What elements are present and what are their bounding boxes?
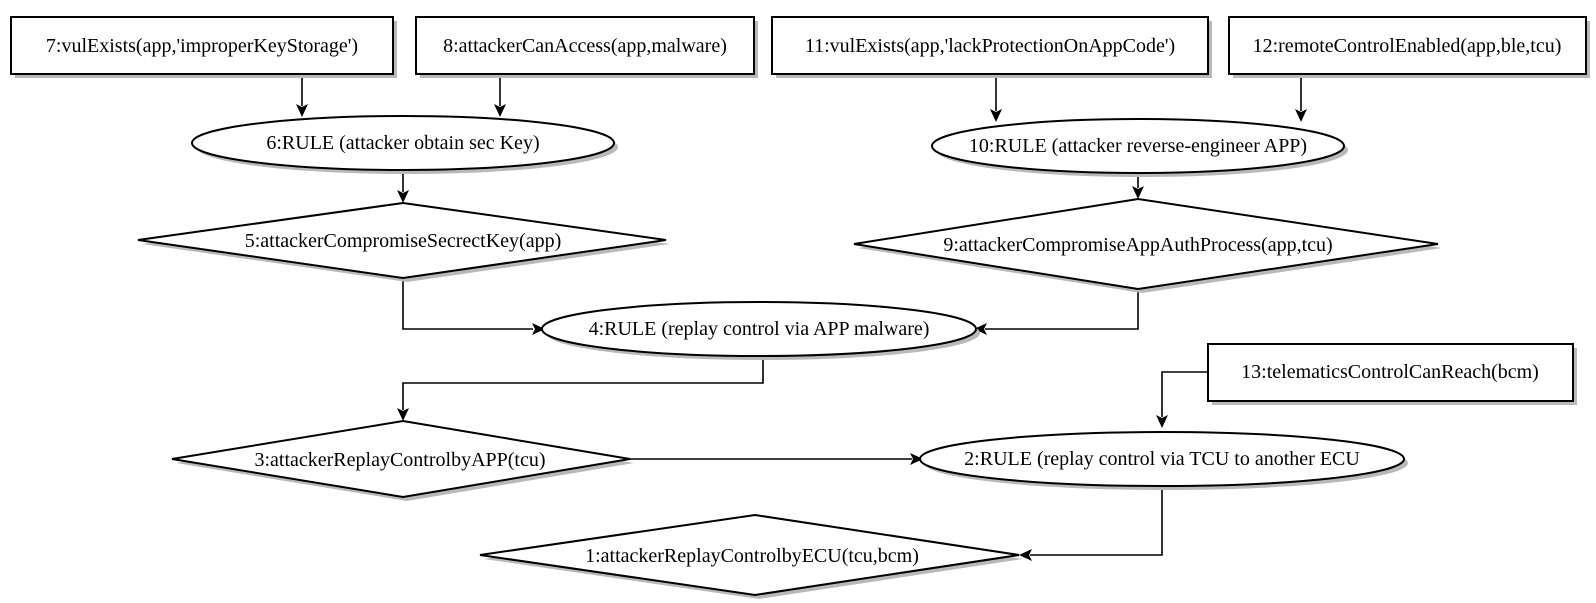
edge-4-to-3: [397, 355, 764, 421]
node-11: 11:vulExists(app,'lackProtectionOnAppCod…: [771, 16, 1212, 78]
edge-5-to-4: [402, 278, 545, 335]
node-6-label: 6:RULE (attacker obtain sec Key): [266, 132, 539, 154]
edge-9-to-4: [974, 289, 1139, 335]
node-3: 3:attackerReplayControlbyAPP(tcu): [171, 419, 634, 501]
edge-3-to-2: [630, 453, 923, 465]
node-8-label: 8:attackerCanAccess(app,malware): [443, 35, 727, 57]
edge-2-to-1: [1019, 486, 1163, 561]
node-2-label: 2:RULE (replay control via TCU to anothe…: [964, 448, 1360, 470]
node-7: 7:vulExists(app,'improperKeyStorage'): [10, 16, 397, 78]
node-2: 2:RULE (replay control via TCU to anothe…: [919, 431, 1408, 490]
node-8: 8:attackerCanAccess(app,malware): [415, 16, 758, 78]
edge-11-to-10: [990, 74, 1002, 122]
node-10-label: 10:RULE (attacker reverse-engineer APP): [969, 135, 1307, 157]
node-11-label: 11:vulExists(app,'lackProtectionOnAppCod…: [805, 35, 1175, 57]
node-5: 5:attackerCompromiseSecrectKey(app): [137, 201, 670, 282]
node-4: 4:RULE (replay control via APP malware): [541, 301, 980, 360]
node-5-label: 5:attackerCompromiseSecrectKey(app): [245, 230, 562, 252]
node-1-label: 1:attackerReplayControlbyECU(tcu,bcm): [585, 545, 919, 567]
edge-7-to-6: [296, 74, 308, 117]
node-12: 12:remoteControlEnabled(app,ble,tcu): [1228, 16, 1590, 78]
node-10: 10:RULE (attacker reverse-engineer APP): [931, 118, 1348, 177]
edge-13-to-2: [1156, 371, 1208, 428]
node-4-label: 4:RULE (replay control via APP malware): [589, 318, 930, 340]
node-7-label: 7:vulExists(app,'improperKeyStorage'): [46, 35, 358, 57]
node-13-label: 13:telematicsControlCanReach(bcm): [1241, 361, 1539, 383]
node-9-label: 9:attackerCompromiseAppAuthProcess(app,t…: [943, 234, 1332, 256]
edges: [296, 74, 1307, 561]
node-3-label: 3:attackerReplayControlbyAPP(tcu): [254, 449, 545, 471]
node-12-label: 12:remoteControlEnabled(app,ble,tcu): [1253, 35, 1562, 57]
node-13: 13:telematicsControlCanReach(bcm): [1207, 343, 1577, 405]
edge-12-to-10: [1295, 74, 1307, 122]
node-6: 6:RULE (attacker obtain sec Key): [191, 115, 618, 174]
edge-8-to-6: [494, 74, 506, 117]
node-9: 9:attackerCompromiseAppAuthProcess(app,t…: [853, 197, 1442, 293]
node-1: 1:attackerReplayControlbyECU(tcu,bcm): [479, 513, 1023, 599]
